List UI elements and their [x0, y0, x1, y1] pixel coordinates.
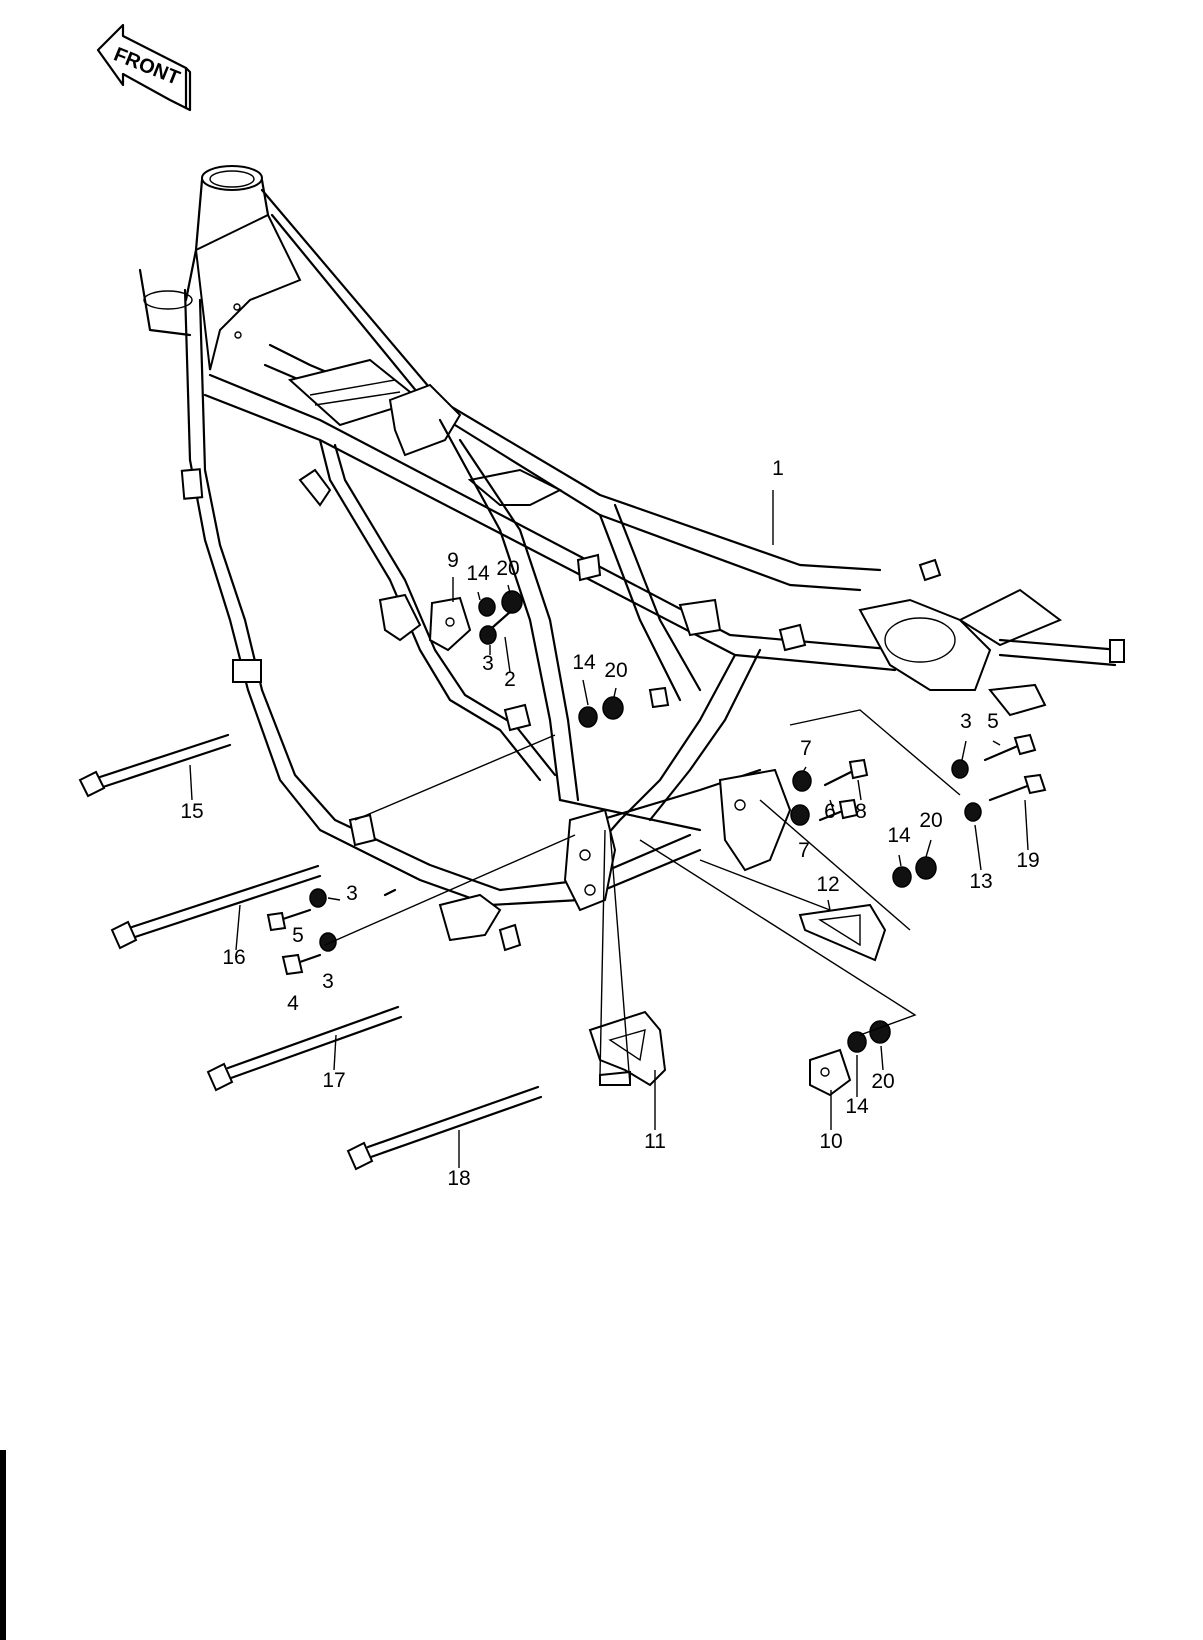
callout-c3a: 3 [482, 652, 494, 675]
callout-c13: 13 [969, 870, 992, 893]
callout-c8: 8 [855, 800, 867, 823]
callout-c1: 1 [772, 457, 784, 480]
callout-c15: 15 [180, 800, 203, 823]
callout-c14d: 14 [845, 1095, 869, 1118]
engine-mount-plate-9 [428, 596, 472, 652]
front-arrow-icon: FRONT [96, 23, 192, 112]
callout-c7b: 7 [798, 839, 810, 862]
callout-c14b: 14 [572, 651, 596, 674]
callout-c6: 6 [824, 800, 836, 823]
callout-c19: 19 [1016, 849, 1039, 872]
leader-lines [189, 490, 1029, 1168]
callout-c5a: 5 [987, 710, 999, 733]
callout-c9: 9 [447, 549, 459, 572]
callout-c16: 16 [222, 946, 245, 969]
long-bolts [78, 733, 543, 1171]
callout-c3d: 3 [322, 970, 334, 993]
callout-c11: 11 [644, 1130, 666, 1153]
motorcycle-frame [138, 165, 1125, 952]
callout-c3b: 3 [960, 710, 972, 733]
callout-c5b: 5 [292, 924, 304, 947]
scan-margin-bar [0, 1450, 6, 1640]
callout-c3c: 3 [346, 882, 358, 905]
callout-c14c: 14 [887, 824, 911, 847]
callout-c20b: 20 [604, 659, 627, 682]
callout-c20c: 20 [919, 809, 942, 832]
footrest-bracket-12 [798, 903, 887, 962]
callout-c18: 18 [447, 1167, 470, 1190]
callout-c17: 17 [322, 1069, 345, 1092]
engine-mount-plate-10 [809, 1048, 852, 1097]
callout-c14a: 14 [466, 562, 490, 585]
callout-c4: 4 [287, 992, 299, 1015]
callout-c7a: 7 [800, 737, 812, 760]
callout-c12: 12 [816, 873, 839, 896]
callout-c10: 10 [819, 1130, 842, 1153]
callout-c20a: 20 [496, 557, 519, 580]
callout-c20d: 20 [871, 1070, 894, 1093]
callout-c2: 2 [504, 668, 516, 691]
